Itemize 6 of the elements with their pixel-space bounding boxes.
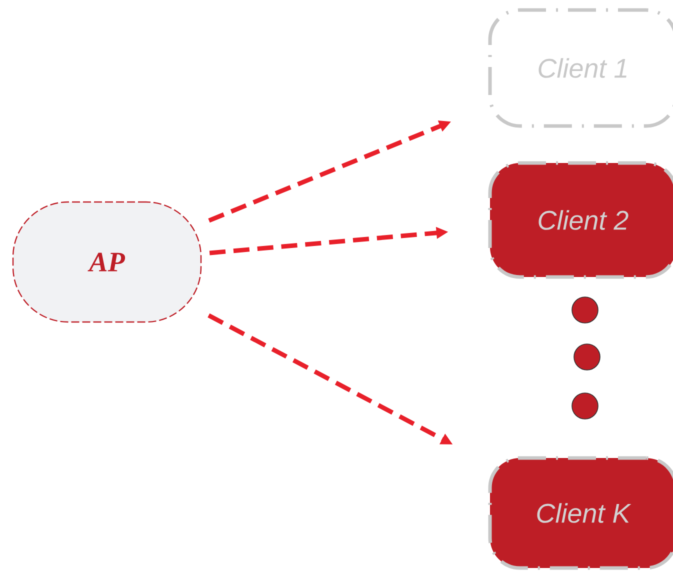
access-point-box: AP: [12, 201, 202, 323]
client-box: Client K: [488, 456, 673, 570]
ellipsis-dot: [574, 344, 600, 370]
ellipsis-dot: [572, 296, 598, 324]
ellipsis-dot: [572, 392, 598, 420]
client-box: Client 2: [488, 161, 673, 279]
